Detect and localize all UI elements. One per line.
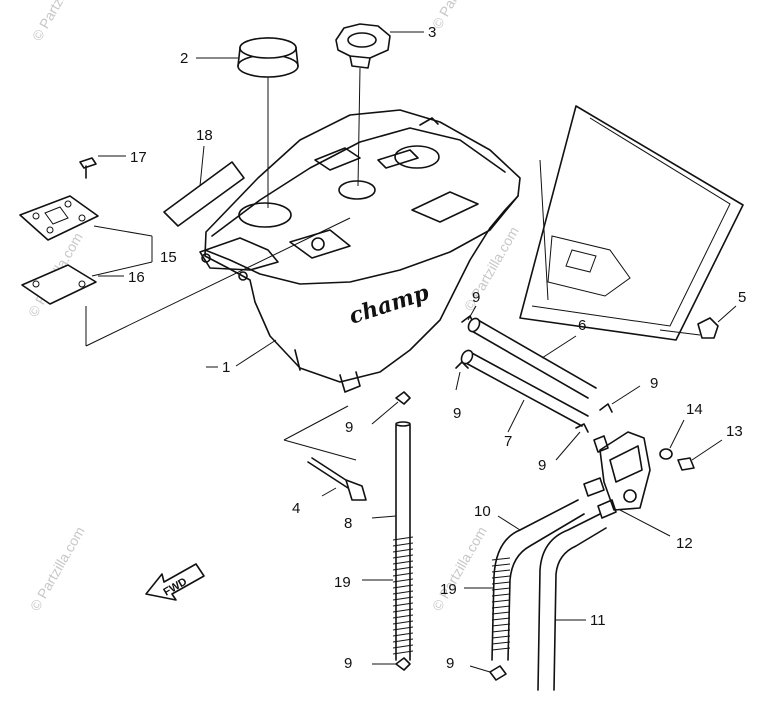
watermark: © Partzilla.com	[29, 0, 90, 44]
forward-arrow: FWD	[145, 563, 205, 601]
callout-14: 14	[686, 401, 703, 418]
fuel-hose-7	[460, 349, 589, 433]
spring-19a	[392, 536, 414, 655]
callout-1: 1	[222, 359, 230, 376]
callout-9a: 9	[472, 289, 480, 306]
watermark: © Partzilla.com	[27, 524, 88, 614]
callout-13: 13	[726, 423, 743, 440]
callout-9f: 9	[344, 655, 352, 672]
callout-9d: 9	[650, 375, 658, 392]
callout-11: 11	[590, 612, 606, 629]
spring-19b	[491, 557, 511, 651]
bolt-5	[697, 305, 737, 339]
fuel-hose-6	[467, 317, 597, 399]
callout-9c: 9	[345, 419, 353, 436]
callout-18: 18	[196, 127, 213, 144]
callout-16: 16	[128, 269, 145, 286]
decal-18	[163, 145, 245, 227]
callout-8: 8	[344, 515, 352, 532]
callout-9g: 9	[446, 655, 454, 672]
fuel-cap-3	[335, 23, 391, 187]
callout-9b: 9	[453, 405, 461, 422]
fuel-cap-2	[237, 37, 299, 208]
callout-19b: 19	[440, 581, 457, 598]
callout-9e: 9	[538, 457, 546, 474]
cover-plate-assembly	[19, 155, 351, 347]
callout-7: 7	[504, 433, 512, 450]
callout-2: 2	[180, 50, 188, 67]
callout-4: 4	[292, 500, 300, 517]
callout-5: 5	[738, 289, 746, 306]
watermark: © Partzilla.com	[429, 524, 490, 614]
callout-12: 12	[676, 535, 693, 552]
fuel-hose-8	[362, 421, 414, 661]
callout-10: 10	[474, 503, 491, 520]
fuel-hose-11	[537, 513, 607, 691]
callout-17: 17	[130, 149, 147, 166]
bolt-4	[283, 405, 367, 501]
fwd-label: FWD	[162, 576, 190, 599]
fuel-cock-12	[583, 431, 671, 537]
callout-3: 3	[428, 24, 436, 41]
fuel-hose-10	[464, 499, 585, 661]
callout-6: 6	[578, 317, 586, 334]
callout-15: 15	[160, 249, 177, 266]
screw-13	[677, 439, 723, 471]
watermark: © Partzilla.com	[429, 0, 490, 32]
washer-14	[659, 419, 685, 460]
callouts: 1 2 3 4 5 6 7 8 9 9 9 9 9 9 9 10 11 12 1…	[128, 24, 746, 672]
leader-lines	[196, 31, 424, 368]
callout-19a: 19	[334, 574, 351, 591]
fuel-tank: champ	[199, 109, 521, 393]
frame	[519, 105, 744, 341]
